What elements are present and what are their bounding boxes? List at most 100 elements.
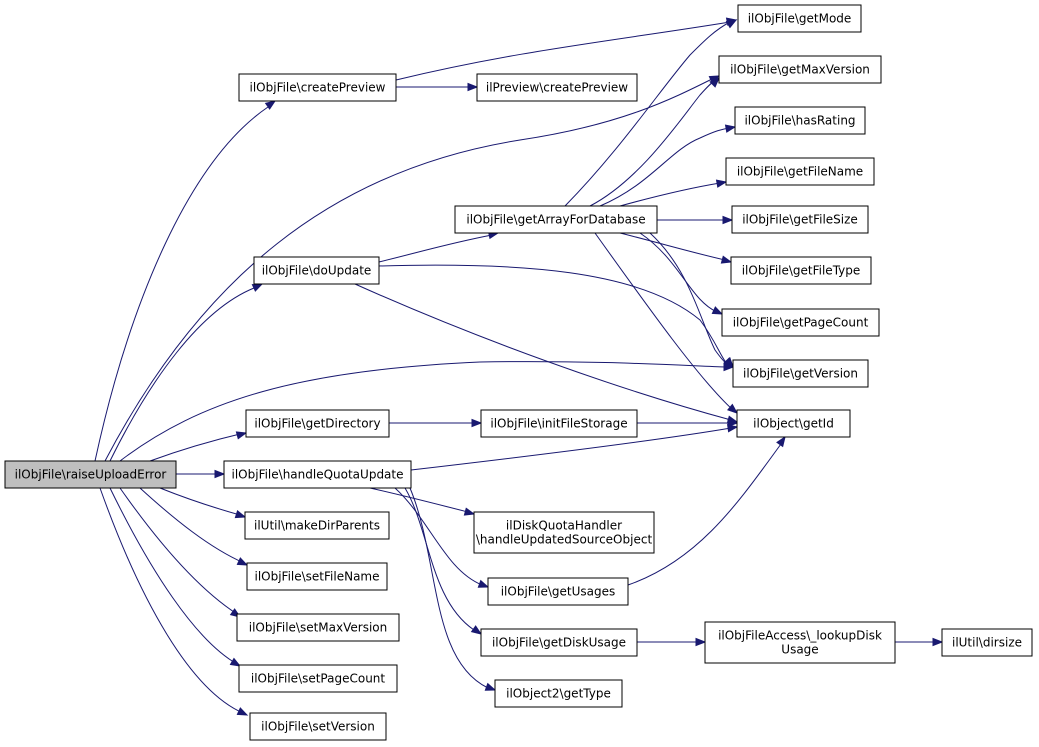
edge-line bbox=[119, 487, 238, 615]
node-label: ilObjFile\hasRating bbox=[744, 114, 855, 128]
edge-getArrayForDatabase-to-getFileType bbox=[619, 232, 733, 264]
node-box bbox=[737, 4, 862, 33]
node-label: Usage bbox=[781, 643, 818, 657]
edge-lookupDiskUsage-to-dirsize bbox=[895, 637, 944, 647]
node-box bbox=[245, 409, 390, 438]
arrowhead-icon bbox=[709, 77, 720, 88]
node-label: ilObjFile\createPreview bbox=[250, 81, 386, 95]
node-makeDirParents[interactable]: ilUtil\makeDirParents bbox=[244, 511, 390, 540]
node-label: ilObjFile\setFileName bbox=[254, 570, 379, 584]
edge-line bbox=[139, 487, 245, 564]
arrowhead-icon bbox=[477, 579, 490, 588]
edge-raiseUploadError-to-getMaxVersion bbox=[104, 75, 721, 462]
arrowhead-icon bbox=[236, 557, 249, 566]
node-setFileName[interactable]: ilObjFile\setFileName bbox=[246, 562, 388, 591]
node-getFileName[interactable]: ilObjFile\getFileName bbox=[725, 157, 875, 186]
node-getArrayForDatabase[interactable]: ilObjFile\getArrayForDatabase bbox=[454, 205, 658, 234]
node-initFileStorage[interactable]: ilObjFile\initFileStorage bbox=[480, 409, 638, 438]
node-diskQuota[interactable]: ilDiskQuotaHandler\handleUpdatedSourceOb… bbox=[473, 511, 655, 554]
node-getVersion[interactable]: ilObjFile\getVersion bbox=[732, 359, 869, 388]
node-getMode[interactable]: ilObjFile\getMode bbox=[737, 4, 862, 33]
arrowhead-icon bbox=[727, 403, 739, 414]
edge-line bbox=[94, 106, 269, 462]
edge-line bbox=[369, 487, 469, 513]
edge-line bbox=[410, 427, 732, 471]
node-getId[interactable]: ilObject\getId bbox=[736, 409, 851, 438]
edge-createPreview-to-previewCreate bbox=[396, 82, 479, 92]
node-getFileSize[interactable]: ilObjFile\getFileSize bbox=[731, 205, 869, 234]
edge-doUpdate-to-getId bbox=[354, 283, 739, 424]
node-label: ilObjFile\raiseUploadError bbox=[15, 468, 167, 482]
node-getUsages[interactable]: ilObjFile\getUsages bbox=[487, 577, 629, 606]
node-box bbox=[238, 664, 398, 693]
node-label: ilObjFile\getUsages bbox=[501, 585, 616, 599]
edge-raiseUploadError-to-setVersion bbox=[99, 487, 249, 716]
edge-line bbox=[594, 232, 734, 411]
arrowhead-icon bbox=[722, 215, 734, 225]
edge-line bbox=[649, 232, 729, 366]
node-label: ilUtil\dirsize bbox=[952, 636, 1022, 650]
node-label: ilObjFile\getArrayForDatabase bbox=[466, 213, 645, 227]
node-box bbox=[736, 409, 851, 438]
node-previewCreate[interactable]: ilPreview\createPreview bbox=[476, 73, 638, 102]
edge-line bbox=[378, 264, 728, 365]
node-box bbox=[721, 308, 880, 337]
edge-raiseUploadError-to-setMaxVersion bbox=[119, 487, 242, 618]
node-label: ilObjFile\getDirectory bbox=[254, 417, 380, 431]
arrowhead-icon bbox=[776, 435, 786, 448]
node-hasRating[interactable]: ilObjFile\hasRating bbox=[734, 106, 866, 135]
edge-getArrayForDatabase-to-hasRating bbox=[599, 124, 737, 207]
edge-line bbox=[109, 487, 238, 665]
edge-createPreview-to-getMode bbox=[395, 17, 738, 81]
node-box bbox=[487, 577, 629, 606]
node-createPreview[interactable]: ilObjFile\createPreview bbox=[238, 73, 397, 102]
edge-line bbox=[589, 79, 717, 207]
node-box bbox=[476, 73, 638, 102]
edge-line bbox=[627, 443, 782, 586]
arrowhead-icon bbox=[932, 637, 944, 647]
edge-initFileStorage-to-getId bbox=[637, 418, 739, 428]
edge-doUpdate-to-getArrayForDatabase bbox=[378, 230, 500, 263]
arrowhead-icon bbox=[251, 283, 264, 292]
arrowhead-icon bbox=[724, 124, 737, 133]
node-getDirectory[interactable]: ilObjFile\getDirectory bbox=[245, 409, 390, 438]
node-dirsize[interactable]: ilUtil\dirsize bbox=[941, 628, 1033, 657]
edge-handleQuotaUpdate-to-diskQuota bbox=[369, 487, 476, 516]
node-box bbox=[725, 157, 875, 186]
node-handleQuotaUpdate[interactable]: ilObjFile\handleQuotaUpdate bbox=[223, 460, 412, 489]
node-box bbox=[249, 712, 387, 741]
node-label: ilUtil\makeDirParents bbox=[254, 519, 380, 533]
node-box bbox=[473, 511, 655, 554]
node-box bbox=[223, 460, 412, 489]
node-getFileType[interactable]: ilObjFile\getFileType bbox=[730, 256, 872, 285]
node-setPageCount[interactable]: ilObjFile\setPageCount bbox=[238, 664, 398, 693]
node-setMaxVersion[interactable]: ilObjFile\setMaxVersion bbox=[236, 613, 400, 642]
node-raiseUploadError[interactable]: ilObjFile\raiseUploadError bbox=[4, 460, 177, 489]
node-label: ilObjFile\setPageCount bbox=[251, 672, 386, 686]
edge-line bbox=[99, 487, 244, 714]
node-box bbox=[941, 628, 1033, 657]
node-getMaxVersion[interactable]: ilObjFile\getMaxVersion bbox=[718, 55, 882, 84]
arrowhead-icon bbox=[214, 469, 226, 479]
arrowhead-icon bbox=[715, 179, 728, 188]
node-box bbox=[244, 511, 390, 540]
edge-raiseUploadError-to-getDirectory bbox=[149, 431, 248, 462]
edge-raiseUploadError-to-doUpdate bbox=[109, 283, 264, 462]
node-getDiskUsage[interactable]: ilObjFile\getDiskUsage bbox=[480, 628, 638, 657]
edge-getArrayForDatabase-to-getFileSize bbox=[657, 215, 734, 225]
node-label: ilObject2\getType bbox=[506, 687, 611, 701]
node-getType[interactable]: ilObject2\getType bbox=[494, 679, 623, 708]
node-label: ilObjFile\getFileType bbox=[742, 264, 861, 278]
edge-raiseUploadError-to-setFileName bbox=[139, 487, 249, 566]
node-box bbox=[480, 409, 638, 438]
node-getPageCount[interactable]: ilObjFile\getPageCount bbox=[721, 308, 880, 337]
arrowhead-icon bbox=[725, 19, 738, 29]
node-label: ilObjFile\getFileSize bbox=[742, 213, 858, 227]
node-label: ilPreview\createPreview bbox=[486, 81, 628, 95]
node-label: ilDiskQuotaHandler bbox=[506, 519, 622, 533]
node-doUpdate[interactable]: ilObjFile\doUpdate bbox=[253, 256, 380, 285]
node-box bbox=[246, 562, 388, 591]
node-setVersion[interactable]: ilObjFile\setVersion bbox=[249, 712, 387, 741]
